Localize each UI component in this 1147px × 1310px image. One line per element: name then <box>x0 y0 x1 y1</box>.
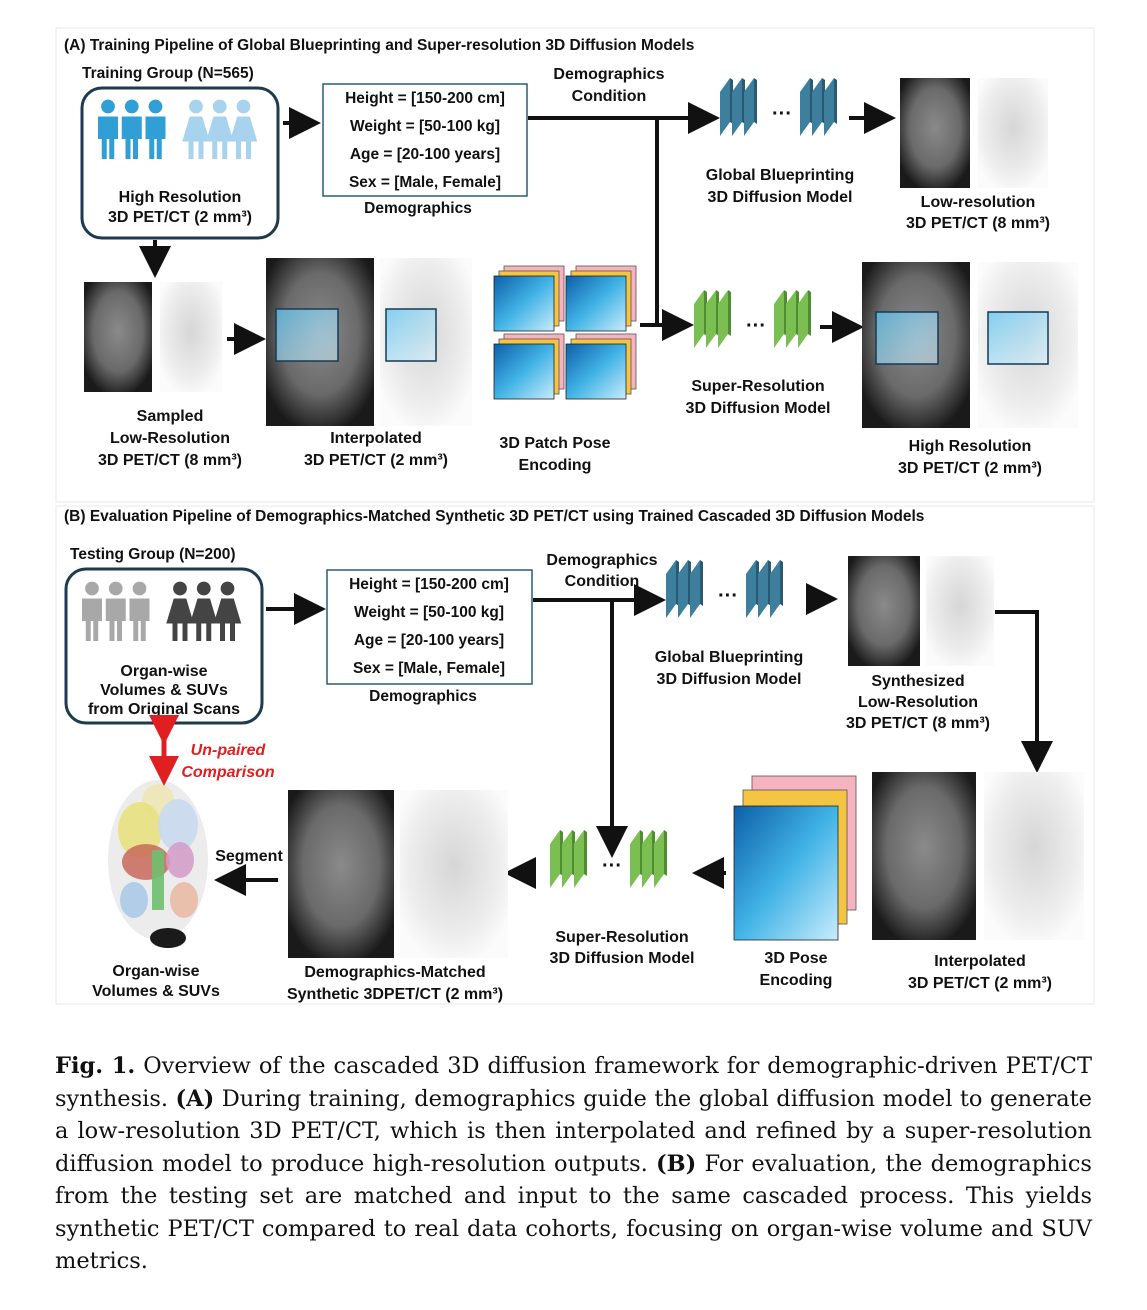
sampled-ct-image <box>84 282 152 392</box>
testing-group-line-3: from Original Scans <box>88 701 240 718</box>
patch-overlay-pet-a <box>385 308 437 362</box>
demographics-box-b <box>326 569 533 685</box>
panel-b-title: (B) Evaluation Pipeline of Demographics-… <box>64 508 924 525</box>
matched-pet-image <box>400 790 508 958</box>
svg-text:···: ··· <box>718 585 738 607</box>
patch-overlay-ct-a <box>275 308 339 362</box>
pipeline-figure: (A) Training Pipeline of Global Blueprin… <box>55 27 1095 1005</box>
demographics-box-a <box>322 83 528 197</box>
testing-group-line-2: Volumes & SUVs <box>100 682 228 699</box>
sr-model-b-line-2: 3D Diffusion Model <box>550 950 695 967</box>
panel-b-frame <box>55 505 1095 1005</box>
global-model-b-line-2: 3D Diffusion Model <box>657 671 802 688</box>
organ-line-1: Organ-wise <box>112 963 199 980</box>
caption-text-3: For evaluation, the demographics from th… <box>55 1150 1092 1275</box>
global-model-b-line-1: Global Blueprinting <box>655 649 803 666</box>
testing-group-label: Testing Group (N=200) <box>70 546 236 563</box>
low-res-pet-image <box>978 78 1048 188</box>
matched-ct-image <box>288 790 394 958</box>
unpaired-line-2: Comparison <box>181 764 275 781</box>
caption-text-1: Overview of the cascaded 3D diffusion fr… <box>55 1053 1092 1112</box>
pose-line-1: 3D Pose <box>764 950 827 967</box>
condition-a-line-1: Demographics <box>553 66 664 83</box>
sampled-line-1: Sampled <box>137 408 204 425</box>
condition-a-line-2: Condition <box>572 88 647 105</box>
condition-b-line-1: Demographics <box>546 552 657 569</box>
testing-group-line-1: Organ-wise <box>120 663 207 680</box>
panel-b-arrows <box>214 583 1053 896</box>
synth-low-ct-image <box>848 556 920 666</box>
organ-line-2: Volumes & SUVs <box>92 983 220 1000</box>
demo-a-height: Height = [150-200 cm] <box>345 90 505 107</box>
sampled-pet-image <box>160 282 222 392</box>
super-resolution-model-a: ··· <box>694 290 811 348</box>
segment-label: Segment <box>215 848 283 865</box>
interpolated-pet-image-b <box>984 772 1084 940</box>
sampled-line-3: 3D PET/CT (8 mm³) <box>98 452 242 469</box>
patch-pose-stack <box>493 265 637 400</box>
sampled-line-2: Low-Resolution <box>110 430 230 447</box>
interpolated-b-line-2: 3D PET/CT (2 mm³) <box>908 975 1052 992</box>
high-res-line-1: High Resolution <box>909 438 1032 455</box>
demo-b-sex: Sex = [Male, Female] <box>353 660 505 677</box>
demo-b-weight: Weight = [50-100 kg] <box>354 604 504 621</box>
patch-overlay-ct-hr <box>875 311 939 365</box>
demo-a-label: Demographics <box>364 200 472 217</box>
training-group-line-1: High Resolution <box>119 189 242 206</box>
training-group-line-2: 3D PET/CT (2 mm³) <box>108 209 252 226</box>
demo-b-age: Age = [20-100 years] <box>354 632 504 649</box>
interpolated-b-line-1: Interpolated <box>934 953 1026 970</box>
sr-model-a-line-1: Super-Resolution <box>691 378 824 395</box>
interpolated-a-line-1: Interpolated <box>330 430 422 447</box>
global-blueprinting-model-b: ··· <box>666 560 783 618</box>
demo-b-label: Demographics <box>369 688 477 705</box>
synth-low-line-2: Low-Resolution <box>858 694 978 711</box>
patch-pose-line-1: 3D Patch Pose <box>499 435 610 452</box>
low-res-ct-image <box>900 78 970 188</box>
svg-text:···: ··· <box>746 315 766 337</box>
global-model-a-line-1: Global Blueprinting <box>706 167 854 184</box>
panel-a-frame <box>55 27 1095 503</box>
pose-line-2: Encoding <box>760 972 833 989</box>
synth-low-line-1: Synthesized <box>871 673 964 690</box>
low-res-line-2: 3D PET/CT (8 mm³) <box>906 215 1050 232</box>
condition-b-line-2: Condition <box>565 573 640 590</box>
svg-text:···: ··· <box>602 855 622 877</box>
sr-model-a-line-2: 3D Diffusion Model <box>686 400 831 417</box>
figure-caption: Fig. 1. Overview of the cascaded 3D diff… <box>55 1050 1092 1278</box>
svg-text:···: ··· <box>772 103 792 125</box>
synth-low-pet-image <box>926 556 994 666</box>
organ-segmentation-image <box>108 780 208 948</box>
caption-a-label: (A) <box>175 1085 215 1112</box>
sr-model-b-line-1: Super-Resolution <box>555 929 688 946</box>
pose-encoding-stack <box>733 775 857 941</box>
panel-a-arrows <box>139 102 896 355</box>
synth-low-line-3: 3D PET/CT (8 mm³) <box>846 715 990 732</box>
demo-a-sex: Sex = [Male, Female] <box>349 174 501 191</box>
matched-line-1: Demographics-Matched <box>304 964 485 981</box>
super-resolution-model-b: ··· <box>550 830 667 888</box>
unpaired-line-1: Un-paired <box>191 742 267 759</box>
global-blueprinting-model-a: ··· <box>720 78 837 136</box>
demo-a-age: Age = [20-100 years] <box>350 146 500 163</box>
matched-line-2: Synthetic 3DPET/CT (2 mm³) <box>287 986 503 1003</box>
demo-b-height: Height = [150-200 cm] <box>349 576 509 593</box>
demo-a-weight: Weight = [50-100 kg] <box>350 118 500 135</box>
interpolated-ct-image-b <box>872 772 976 940</box>
interpolated-a-line-2: 3D PET/CT (2 mm³) <box>304 452 448 469</box>
global-model-a-line-2: 3D Diffusion Model <box>708 189 853 206</box>
patch-pose-line-2: Encoding <box>519 457 592 474</box>
low-res-line-1: Low-resolution <box>921 194 1036 211</box>
caption-text-2: During training, demographics guide the … <box>55 1085 1092 1177</box>
training-group-label: Training Group (N=565) <box>82 65 254 82</box>
caption-label: Fig. 1. <box>55 1053 136 1079</box>
panel-a-title: (A) Training Pipeline of Global Blueprin… <box>64 37 694 54</box>
high-res-line-2: 3D PET/CT (2 mm³) <box>898 460 1042 477</box>
patch-overlay-pet-hr <box>987 311 1049 365</box>
caption-b-label: (B) <box>655 1150 697 1177</box>
